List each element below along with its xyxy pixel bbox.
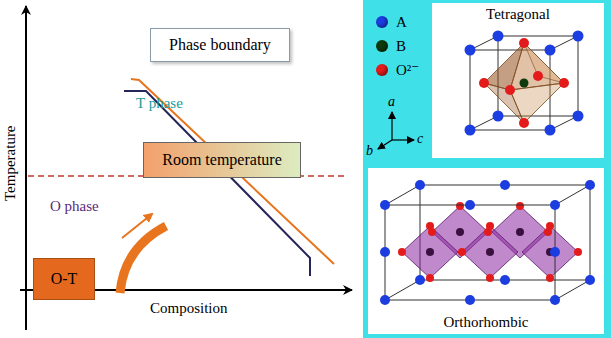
structure-box: Tetragonal: [432, 3, 604, 158]
phase-label: T phase: [136, 95, 183, 112]
phase-label: O phase: [50, 198, 99, 215]
orthorhombic-frame: [368, 168, 604, 334]
legend-entry: B: [376, 38, 406, 55]
structure-panel: [363, 0, 611, 338]
title-box: Phase boundary: [150, 28, 290, 62]
box-label: Room temperature: [162, 151, 282, 169]
legend-entry: A: [376, 14, 407, 31]
transition-box: O-T: [33, 258, 95, 300]
tetragonal-cell: [465, 31, 584, 136]
axis-title: Temperature: [2, 125, 19, 201]
box-label: Tetragonal: [486, 6, 550, 23]
legend-swatch: [376, 16, 388, 28]
legend-entry: O²⁻: [376, 62, 419, 79]
legend-label: B: [396, 38, 406, 55]
phase-chart: [20, 6, 352, 330]
legend-swatch: [376, 40, 388, 52]
box-label: Phase boundary: [169, 36, 271, 54]
axis-letter: b: [366, 143, 373, 158]
legend-label: O²⁻: [396, 62, 419, 79]
box-label: O-T: [51, 270, 78, 288]
condition-box: Room temperature: [143, 142, 301, 178]
box-label: Orthorhombic: [444, 314, 529, 331]
legend-label: A: [396, 14, 407, 31]
axis-letter: a: [388, 94, 395, 109]
legend-swatch: [376, 64, 388, 76]
tetragonal-frame: [432, 3, 604, 158]
crystal-axes: [378, 112, 414, 149]
orthorhombic-cell: [380, 180, 595, 305]
structure-box: Orthorhombic: [368, 168, 604, 334]
axis-title: Composition: [150, 300, 228, 317]
axis-letter: c: [417, 131, 423, 146]
